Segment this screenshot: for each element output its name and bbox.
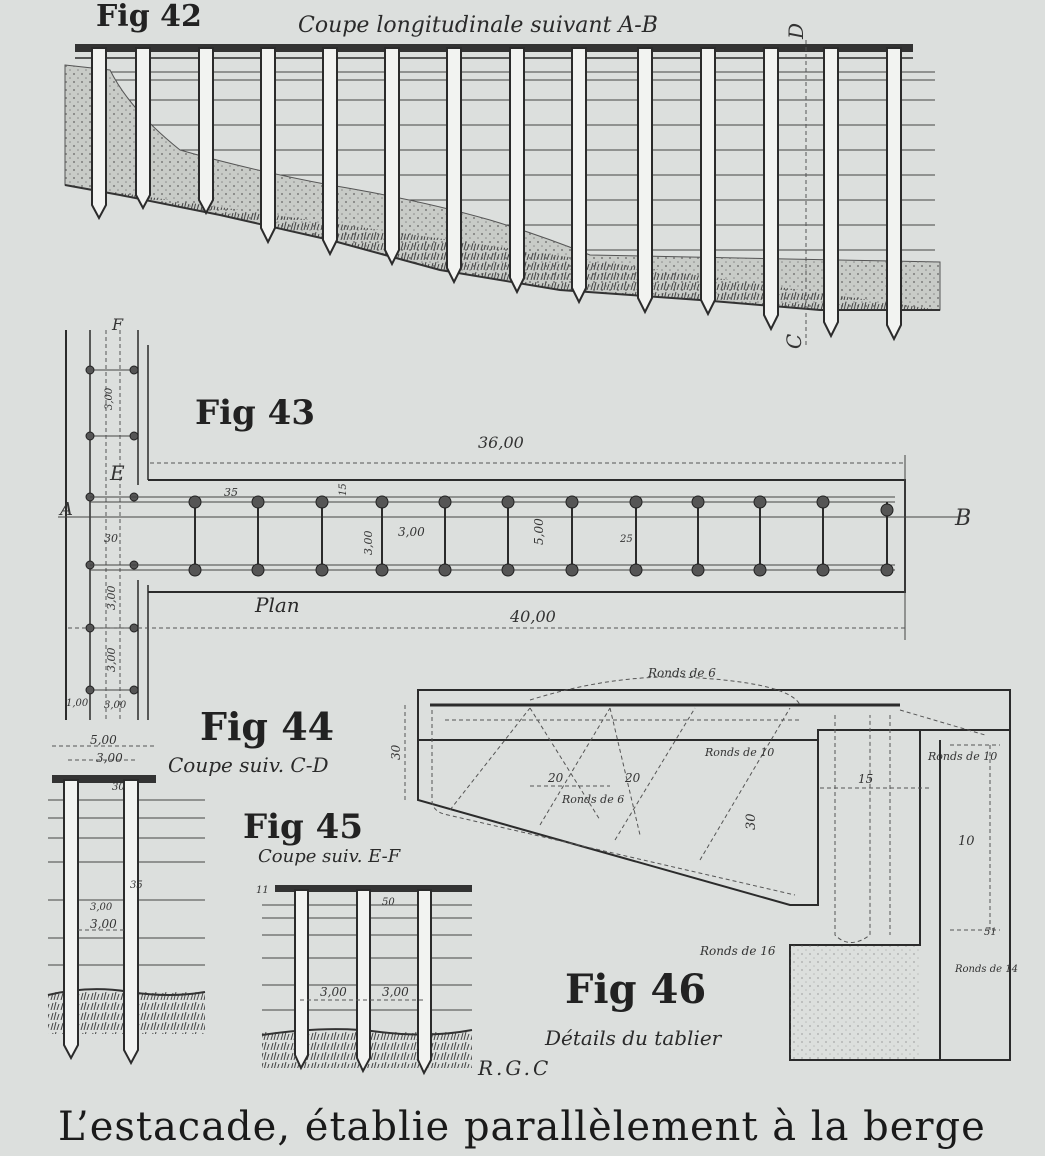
fig43-point-e: E: [109, 461, 125, 485]
fig43-beams: [194, 502, 888, 565]
fig43-plan: Fig 43 A B: [58, 315, 971, 720]
fig42-deck: [75, 44, 913, 52]
fig46-note-ronds14: Ronds de 14: [954, 964, 1018, 975]
fig43-dim-shore-3: 3,00: [104, 700, 127, 711]
fig42-label: Fig 42: [96, 0, 202, 34]
fig45-section-ef: Fig 45 Coupe suiv. E-F 11 50 3,00 3,00: [243, 807, 473, 1076]
fig42-longitudinal-section: Fig 42 Coupe longitudinale suivant A-B: [64, 0, 941, 349]
fig46-note-ronds10: Ronds de 10: [704, 746, 774, 759]
fig43-point-b: B: [954, 506, 971, 531]
fig44-dim-3b: 3,00: [90, 917, 117, 931]
fig46-note-ronds16: Ronds de 16: [699, 944, 776, 958]
fig45-caption: Coupe suiv. E-F: [258, 846, 402, 867]
fig43-dim-300: 3,00: [104, 387, 115, 410]
fig43-point-f: F: [111, 315, 124, 334]
fig43-point-a: A: [58, 499, 73, 520]
fig43-dim-30: 30: [104, 532, 118, 545]
fig46-dim-30-mid: 30: [744, 813, 759, 830]
fig46-label: Fig 46: [565, 966, 706, 1013]
fig43-dim-25: 25: [619, 534, 633, 545]
fig43-label: Fig 43: [195, 393, 315, 433]
fig43-dim-15: 15: [338, 483, 349, 496]
fig44-dim-30: 30: [112, 782, 125, 793]
body-text-line: L’estacade, établie parallèlement à la b…: [58, 1104, 986, 1150]
fig45-dim-11: 11: [256, 885, 269, 896]
fig44-caption: Coupe suiv. C-D: [168, 753, 329, 777]
fig46-note-ronds6: Ronds de 6: [561, 793, 624, 806]
fig43-dim-shore-1: 3,00: [105, 586, 118, 611]
fig46-caption: Détails du tablier: [544, 1026, 723, 1050]
fig43-dim-length-bottom: 40,00: [509, 607, 556, 626]
fig43-dim-100: 1,00: [66, 698, 89, 709]
engraver-signature: R.G.C: [477, 1056, 551, 1080]
fig46-note-ronds10-right: Ronds de 10: [927, 750, 997, 763]
fig42-piles: [91, 47, 902, 342]
fig45-dim-3a: 3,00: [320, 985, 347, 999]
fig46-dim-20b: 20: [624, 771, 641, 785]
fig46-diagonals: [449, 707, 791, 861]
fig43-dim-bay-v: 3,00: [362, 531, 375, 556]
fig44-dim-3a: 3,00: [96, 751, 123, 765]
fig43-caption: Plan: [254, 593, 300, 617]
fig46-note-ronds6-top: Ronds de 6: [647, 666, 716, 680]
fig44-dim-5: 5,00: [90, 733, 117, 747]
fig45-label: Fig 45: [243, 807, 363, 847]
fig43-dim-shore-2: 3,00: [105, 648, 118, 673]
fig43-dim-length-top: 36,00: [478, 433, 524, 452]
fig45-dim-3b: 3,00: [382, 985, 409, 999]
fig44-dim-300: 3,00: [90, 902, 113, 913]
fig46-dim-15: 15: [858, 772, 873, 786]
fig46-dim-51: 51: [984, 927, 997, 938]
fig45-dim-50: 50: [382, 897, 395, 908]
fig46-deck-details: Fig 46 Détails du tablier Rond: [389, 666, 1018, 1061]
fig46-beam-profile: [417, 689, 1011, 906]
fig43-dim-width: 5,00: [532, 518, 546, 545]
fig46-dim-20a: 20: [547, 771, 564, 785]
fig43-dim-35: 35: [224, 486, 238, 499]
fig42-mark-d: D: [784, 23, 808, 40]
fig46-dim-10: 10: [958, 834, 975, 849]
fig42-mark-c: C: [782, 334, 806, 349]
fig44-section-cd: Fig 44 Coupe suiv. C-D 5,00 3,00 3,00 30…: [47, 704, 334, 1066]
fig43-nodes: [188, 495, 894, 577]
fig43-dim-bay: 3,00: [398, 525, 425, 539]
fig44-dim-35: 35: [130, 880, 143, 891]
fig44-label: Fig 44: [200, 704, 334, 749]
fig46-dim-30-left: 30: [389, 744, 403, 760]
fig42-caption: Coupe longitudinale suivant A-B: [298, 13, 658, 38]
